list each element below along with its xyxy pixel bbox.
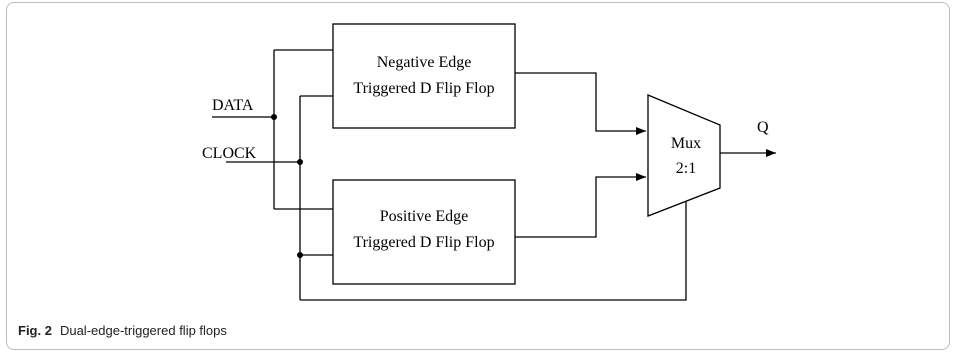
positive-ff-label-1: Positive Edge [380,208,468,225]
mux-label-1: Mux [671,135,701,152]
data-wires [212,49,333,210]
figure-caption: Fig. 2 Dual-edge-triggered flip flops [18,323,227,338]
clock-junction-dot-1 [297,159,303,165]
negative-ff-label-2: Triggered D Flip Flop [353,80,494,97]
figure-caption-text: Dual-edge-triggered flip flops [59,323,227,338]
negative-ff-label-1: Negative Edge [377,54,472,71]
negative-ff-output-wire [515,72,646,135]
mux-block [647,94,721,217]
negative-edge-ff-block [332,23,516,129]
q-output-label: Q [757,119,769,136]
data-junction-dot [271,114,277,120]
data-signal-label: DATA [212,97,254,114]
positive-ff-output-wire [515,173,646,238]
positive-edge-ff-block [332,179,516,285]
clock-junction-dot-2 [297,252,303,258]
mux-label-2: 2:1 [676,160,696,177]
clock-signal-label: CLOCK [202,145,257,162]
figure-frame [6,2,950,350]
positive-ff-label-2: Triggered D Flip Flop [353,234,494,251]
mux-select-wire [300,202,687,301]
clock-wires [226,95,333,300]
figure-number: Fig. 2 [18,323,52,338]
